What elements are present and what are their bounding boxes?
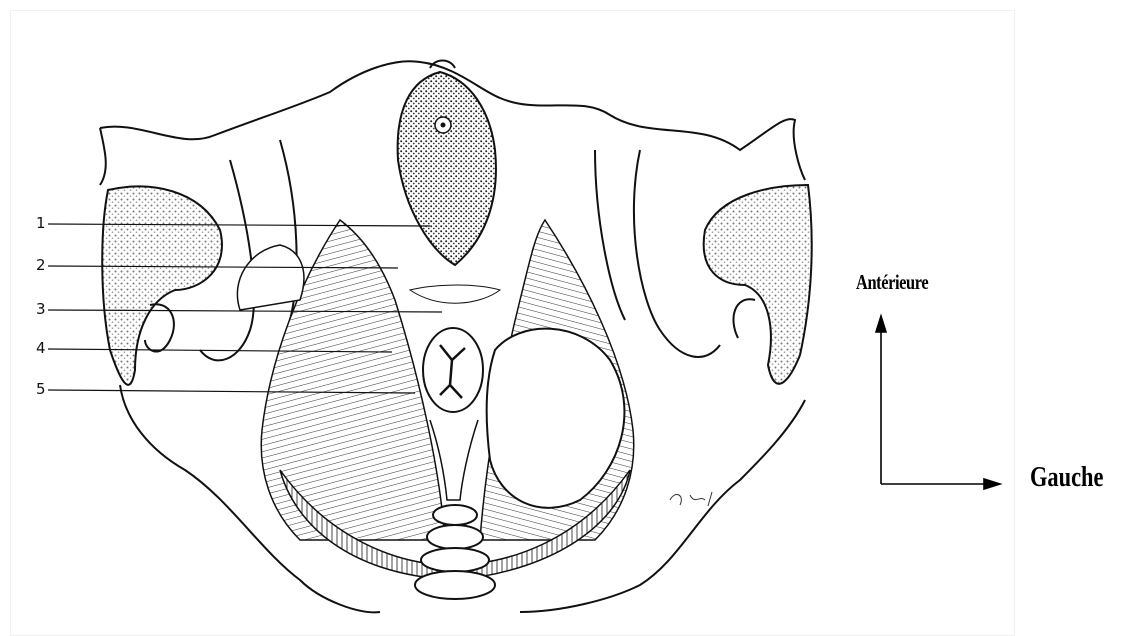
callout-number-4: 4 xyxy=(36,339,46,357)
bladder xyxy=(398,72,496,265)
orientation-label-anterior: Antérieure xyxy=(856,270,928,295)
callout-number-1: 1 xyxy=(36,214,46,232)
left-opening xyxy=(237,245,304,310)
perineal-body xyxy=(410,285,500,303)
right-hip-bone xyxy=(704,185,812,384)
callout-number-2: 2 xyxy=(36,256,46,274)
callout-number-5: 5 xyxy=(36,380,46,398)
artist-signature xyxy=(670,492,712,506)
orientation-label-left: Gauche xyxy=(1030,462,1103,494)
vaginal-opening xyxy=(423,328,483,412)
orientation-axes xyxy=(876,316,1000,489)
callout-number-3: 3 xyxy=(36,300,46,318)
